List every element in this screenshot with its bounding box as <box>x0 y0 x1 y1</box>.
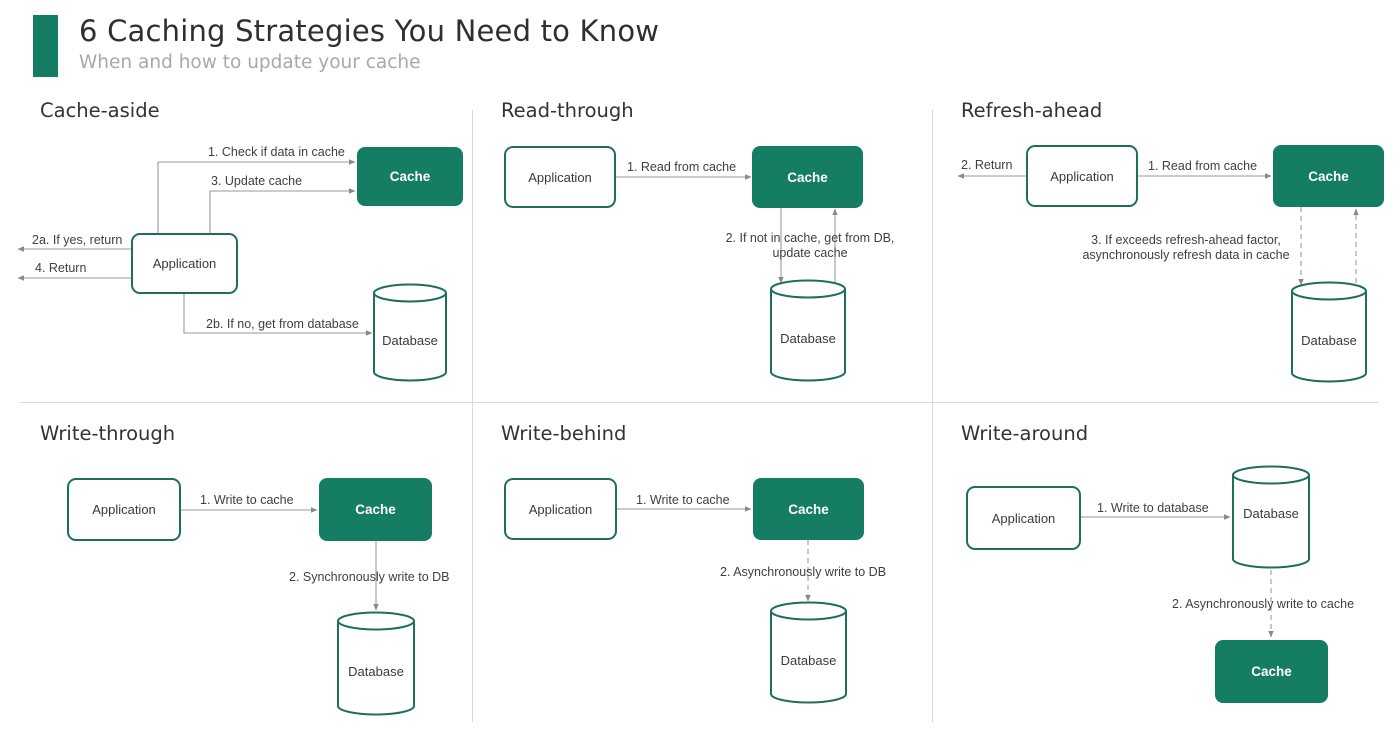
database-label: Database <box>382 333 438 348</box>
grid-divider-vertical-right <box>932 110 933 722</box>
cache-node: Cache <box>753 478 864 540</box>
database-label: Database <box>780 653 837 668</box>
step-label: 1. Read from cache <box>1148 159 1258 173</box>
step-label: 2. Synchronously write to DB <box>289 570 450 584</box>
page-title: 6 Caching Strategies You Need to Know <box>79 14 660 48</box>
cache-node: Cache <box>357 147 463 206</box>
application-node: Application <box>504 146 616 208</box>
database-label: Database <box>780 331 836 346</box>
cache-label: Cache <box>787 169 828 185</box>
cache-node: Cache <box>752 146 863 208</box>
panel-title-write-around: Write-around <box>961 422 1089 445</box>
database-node: Database <box>336 611 416 716</box>
database-node: Database <box>372 283 448 382</box>
cache-label: Cache <box>389 169 431 184</box>
cache-label: Cache <box>1251 664 1292 679</box>
panel-title-refresh-ahead: Refresh-ahead <box>961 99 1103 122</box>
cache-label: Cache <box>355 502 396 517</box>
application-node: Application <box>67 478 181 541</box>
step-label: 4. Return <box>35 261 87 275</box>
panel-title-write-through: Write-through <box>40 422 176 445</box>
application-label: Application <box>92 502 156 517</box>
cache-label: Cache <box>788 501 829 517</box>
grid-divider-horizontal <box>20 402 1378 403</box>
step-label: 2a. If yes, return <box>32 233 123 247</box>
page-subtitle: When and how to update your cache <box>79 52 421 73</box>
step-label-line: 2. If not in cache, get from DB, <box>725 231 895 245</box>
step-label: 1. Write to database <box>1097 501 1209 515</box>
header-accent-bar <box>33 15 58 77</box>
step-label: 2b. If no, get from database <box>206 317 359 331</box>
database-cylinder-icon <box>1291 281 1367 383</box>
database-node: Database <box>1290 281 1368 383</box>
step-label-line: update cache <box>772 246 848 260</box>
database-cylinder-icon <box>770 601 847 704</box>
cache-label: Cache <box>1308 168 1349 184</box>
database-cylinder-icon <box>1232 465 1310 569</box>
database-node: Database <box>769 279 847 382</box>
cache-node: Cache <box>1215 640 1328 703</box>
database-label: Database <box>348 664 404 679</box>
step-label-line: asynchronously refresh data in cache <box>1082 248 1290 262</box>
database-label: Database <box>1243 505 1299 521</box>
step-label: 1. Write to cache <box>636 493 730 507</box>
step-label: 1. Read from cache <box>627 160 737 174</box>
database-node: Database <box>1231 465 1311 569</box>
database-label: Database <box>1301 332 1357 348</box>
application-label: Application <box>152 256 217 271</box>
cache-node: Cache <box>319 478 432 541</box>
panel-title-write-behind: Write-behind <box>501 422 627 445</box>
arrow-check-cache <box>157 159 356 234</box>
database-cylinder-icon <box>373 283 447 382</box>
application-label: Application <box>528 169 592 185</box>
panel-title-cache-aside: Cache-aside <box>40 99 160 122</box>
step-label: 2. Asynchronously write to DB <box>720 565 887 579</box>
application-node: Application <box>504 478 617 540</box>
step-label: 2. If not in cache, get from DB, update … <box>712 231 908 261</box>
application-node: Application <box>131 233 238 294</box>
step-label: 1. Write to cache <box>200 493 294 507</box>
application-label: Application <box>528 501 593 517</box>
application-label: Application <box>991 510 1056 526</box>
application-node: Application <box>966 486 1081 550</box>
step-label: 2. Return <box>961 158 1013 172</box>
step-label: 3. If exceeds refresh-ahead factor, asyn… <box>1072 233 1300 263</box>
database-node: Database <box>769 601 848 704</box>
application-node: Application <box>1026 145 1138 207</box>
application-label: Application <box>1050 168 1114 184</box>
database-cylinder-icon <box>770 279 846 382</box>
grid-divider-vertical-left <box>472 110 473 722</box>
step-label-line: 3. If exceeds refresh-ahead factor, <box>1091 233 1281 247</box>
step-label: 1. Check if data in cache <box>208 145 345 159</box>
cache-node: Cache <box>1273 145 1384 207</box>
database-cylinder-icon <box>337 611 415 716</box>
panel-title-read-through: Read-through <box>501 99 634 122</box>
step-label: 3. Update cache <box>211 174 303 188</box>
arrow-update-cache <box>209 188 356 234</box>
step-label: 2. Asynchronously write to cache <box>1172 597 1355 611</box>
